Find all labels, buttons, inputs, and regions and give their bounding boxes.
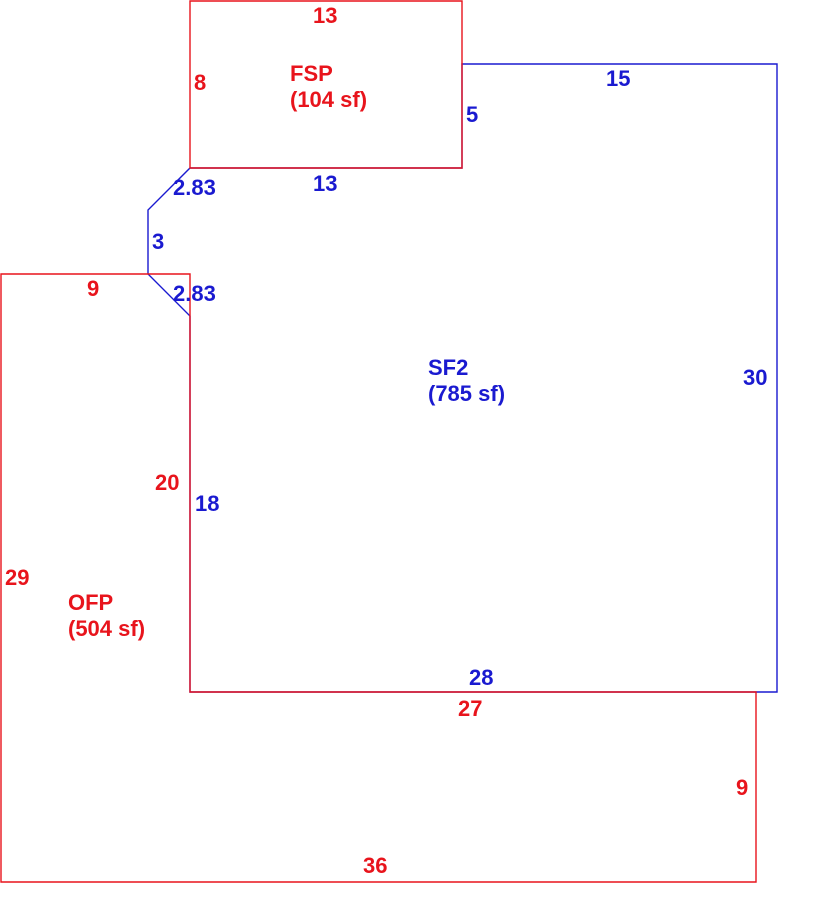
dim-sf2-diag-lower: 2.83: [173, 281, 216, 306]
ofp-name-label: OFP: [68, 590, 113, 615]
sf2-name-label: SF2: [428, 355, 468, 380]
dim-sf2-top: 15: [606, 66, 630, 91]
dim-sf2-diag-upper: 2.83: [173, 175, 216, 200]
dim-sf2-fsp-bottom: 13: [313, 171, 337, 196]
dim-ofp-outer-left: 29: [5, 565, 29, 590]
dim-ofp-right: 9: [736, 775, 748, 800]
dim-sf2-left: 18: [195, 491, 219, 516]
dim-fsp-left: 8: [194, 70, 206, 95]
dim-ofp-bottom: 36: [363, 853, 387, 878]
fsp-area-label: (104 sf): [290, 87, 367, 112]
fsp-outline: [189, 0, 463, 169]
dim-ofp-top: 9: [87, 276, 99, 301]
dim-ofp-inner-left: 20: [155, 470, 179, 495]
dim-sf2-right: 30: [743, 365, 767, 390]
dim-sf2-bottom: 28: [469, 665, 493, 690]
ofp-outline: [0, 273, 757, 883]
ofp-area-label: (504 sf): [68, 616, 145, 641]
dim-sf2-fsp-right: 5: [466, 102, 478, 127]
sf2-area-label: (785 sf): [428, 381, 505, 406]
dim-ofp-inner-bottom: 27: [458, 696, 482, 721]
dim-sf2-short-left: 3: [152, 229, 164, 254]
fsp-name-label: FSP: [290, 61, 333, 86]
dim-fsp-top: 13: [313, 3, 337, 28]
